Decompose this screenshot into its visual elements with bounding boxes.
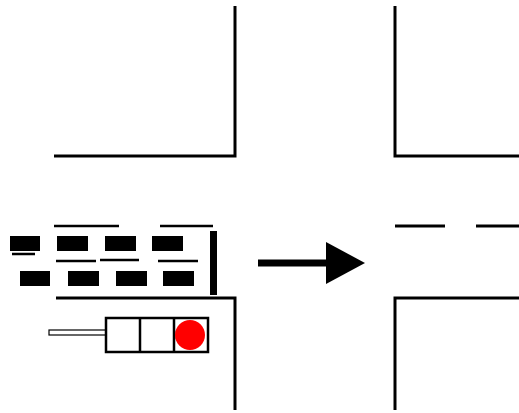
- car-icon: [105, 236, 136, 251]
- arrow-right-icon: [258, 242, 365, 284]
- car-icon: [68, 271, 99, 286]
- arrow-head: [326, 242, 365, 284]
- road-edges: [54, 6, 519, 410]
- road-edge-bottom-right: [393, 296, 519, 410]
- car-icon: [20, 271, 50, 286]
- queue-lane-markings: [12, 224, 213, 263]
- car-icon: [10, 236, 40, 251]
- stop-line: [210, 231, 217, 295]
- vehicle-queue: [10, 236, 194, 286]
- traffic-lamp-left: [109, 321, 137, 349]
- traffic-lamp-right: [175, 320, 205, 350]
- traffic-lamp-middle: [143, 321, 171, 349]
- traffic-light-pole: [48, 329, 107, 336]
- traffic-light-icon: [48, 316, 210, 354]
- road-edge-top-left: [54, 6, 237, 158]
- road-edge-bottom-left: [56, 296, 237, 410]
- car-icon: [116, 271, 147, 286]
- road-edge-top-right: [393, 6, 519, 158]
- car-icon: [152, 236, 183, 251]
- car-icon: [57, 236, 88, 251]
- car-icon: [163, 271, 194, 286]
